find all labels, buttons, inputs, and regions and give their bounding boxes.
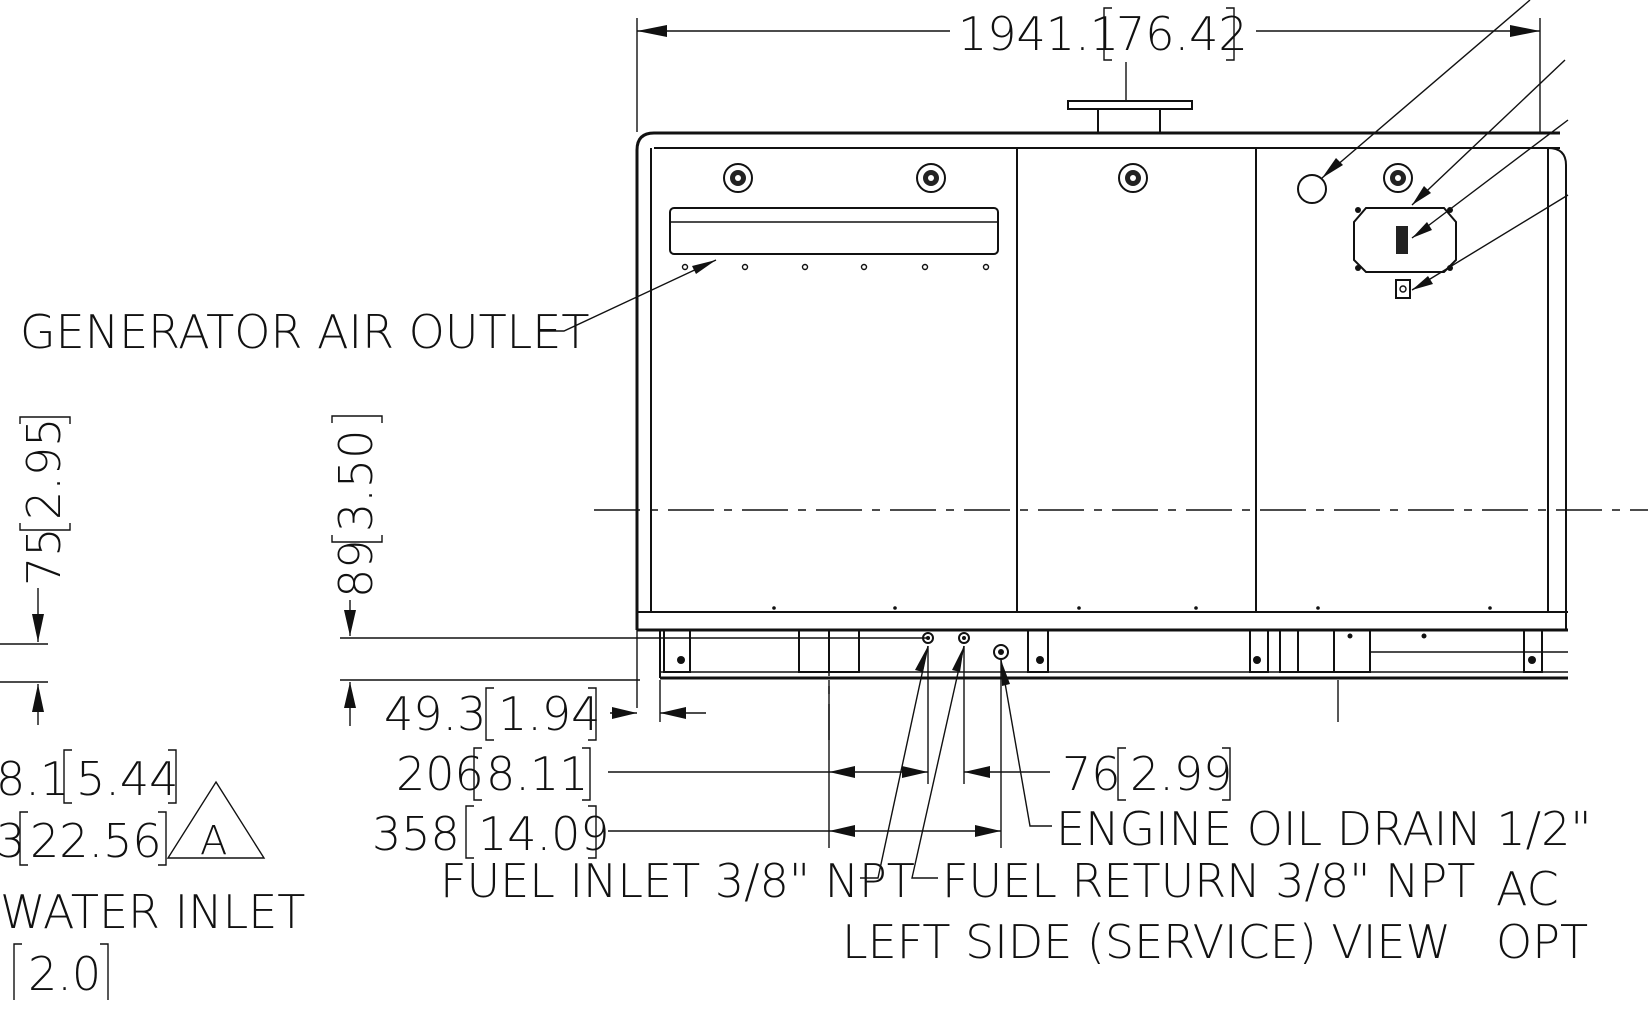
dim-358-in: 14.09 [478,807,610,861]
generator-air-outlet-label: GENERATOR AIR OUTLET [20,305,589,359]
door-latches [723,163,1413,193]
fuel-inlet-label: FUEL INLET 3/8" NPT [440,854,915,908]
air-outlet-louvre [669,207,999,271]
partial-dim-3-in: 2.0 [28,947,101,1001]
dim-76-mm: 76 [1062,747,1121,801]
overall-width-mm: 1941.1 [958,7,1119,61]
revision-marker: A [200,818,227,864]
partial-ac-label: AC [1496,862,1559,916]
partial-dim-2-mm: 3 [0,814,25,868]
dim-49-mm: 49.3 [384,687,486,741]
base-frame [659,629,1568,680]
fittings [922,632,1009,660]
partial-dim-2-in: 22.56 [30,814,162,868]
dim-89-mm: 89 [329,539,383,598]
dim-75-in: 2.95 [17,418,71,520]
water-inlet-label: WATER INLET [0,885,305,939]
dim-76-in: 2.99 [1130,747,1232,801]
vertical-dim-89: 89 3.50 [329,415,930,726]
dim-75-mm: 75 [17,527,71,586]
overall-width-dimension: 1941.1 76.42 [636,7,1541,132]
partial-left-dims: 8.1 5.44 3 22.56 A WATER INLET 2.0 [0,749,305,1001]
outlet-icon [1395,279,1411,299]
right-leaders [1321,0,1569,291]
exhaust-outlet [1067,100,1193,134]
enclosure [635,131,1568,632]
rivets [772,606,1492,610]
partial-dim-1-mm: 8.1 [0,752,69,806]
control-box [1353,207,1457,299]
revision-triangle: A [166,780,266,864]
view-title: LEFT SIDE (SERVICE) VIEW [842,915,1451,969]
dim-89-in: 3.50 [329,430,383,532]
engine-oil-drain-label: ENGINE OIL DRAIN 1/2" [1056,802,1592,856]
partial-dim-1-in: 5.44 [76,752,178,806]
dim-206-mm: 206 [396,747,484,801]
partial-dim-3: 2.0 [13,943,109,1001]
vertical-dim-75: 75 2.95 [0,416,71,725]
latch-icon [1383,163,1413,193]
horizontal-dims: 49.3 1.94 206 8.11 358 14.09 76 2.99 [372,630,1339,861]
partial-opt-label: OPT [1496,915,1588,969]
latch-icon [916,163,946,193]
fitting-callouts: FUEL INLET 3/8" NPT FUEL RETURN 3/8" NPT… [440,645,1592,908]
overall-width-in: 76.42 [1116,7,1248,61]
switch-icon [1396,226,1408,254]
latch-icon [723,163,753,193]
air-outlet-callout: GENERATOR AIR OUTLET [20,259,717,359]
fuel-return-label: FUEL RETURN 3/8" NPT [942,854,1475,908]
dim-358-mm: 358 [372,807,460,861]
round-port-icon [1297,174,1327,204]
oil-drain-fitting-icon [993,644,1009,660]
dim-206-in: 8.11 [486,747,588,801]
latch-icon [1118,163,1148,193]
fuel-return-fitting-icon [958,632,970,644]
dim-49-in: 1.94 [498,687,600,741]
